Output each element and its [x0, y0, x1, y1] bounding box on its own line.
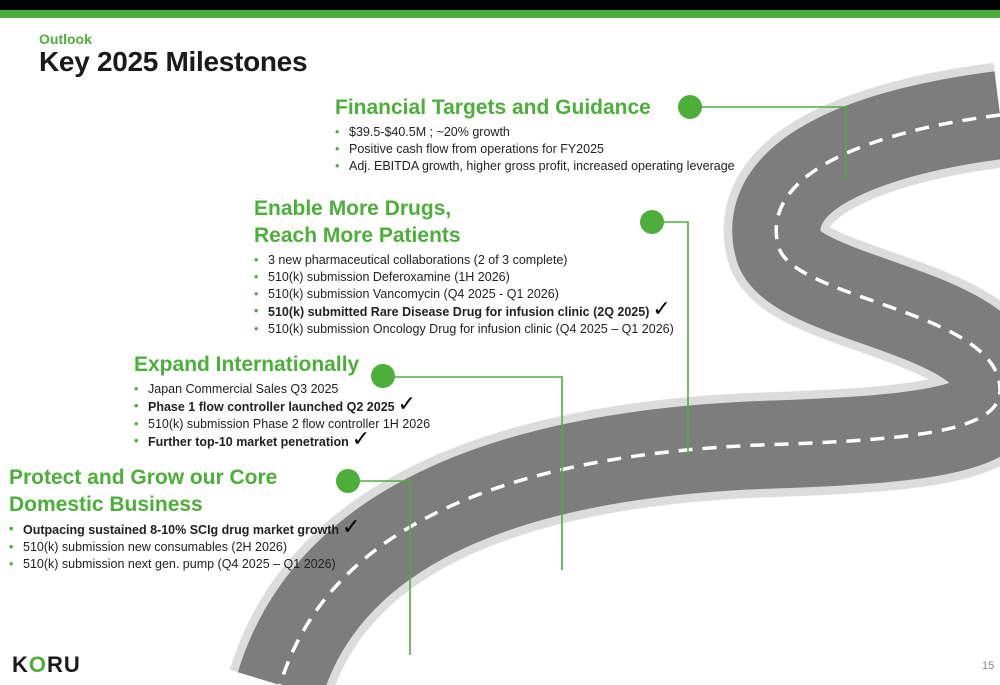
- milestone-dot-domestic: [336, 469, 360, 493]
- road-shape: [229, 62, 1000, 685]
- section-heading: Enable More Drugs,Reach More Patients: [254, 197, 461, 247]
- bullet-list: $39.5-$40.5M ; ~20% growth Positive cash…: [335, 124, 735, 175]
- section-financial-targets: Financial Targets and Guidance $39.5-$40…: [335, 94, 735, 175]
- check-icon: ✓: [351, 426, 371, 451]
- section-heading: Expand Internationally: [134, 353, 360, 376]
- section-enable-more-drugs: Enable More Drugs,Reach More Patients 3 …: [254, 195, 674, 338]
- page-title: Key 2025 Milestones: [39, 46, 308, 77]
- koru-logo: KORU: [12, 652, 81, 677]
- section-expand-internationally: Expand Internationally Japan Commercial …: [134, 351, 430, 451]
- section-heading: Financial Targets and Guidance: [335, 96, 651, 119]
- list-item: 510(k) submitted Rare Disease Drug for i…: [254, 298, 674, 321]
- connector-international: [383, 376, 563, 570]
- section-kicker: Outlook: [39, 31, 92, 47]
- list-item: 510(k) submission next gen. pump (Q4 202…: [9, 556, 360, 573]
- milestone-dots: [336, 95, 702, 493]
- milestone-dot-financial: [678, 95, 702, 119]
- list-item: Japan Commercial Sales Q3 2025: [134, 381, 430, 398]
- list-item: Adj. EBITDA growth, higher gross profit,…: [335, 158, 735, 175]
- list-item: 510(k) submission Oncology Drug for infu…: [254, 321, 674, 338]
- page-number: 15: [982, 660, 995, 672]
- list-item: 510(k) submission Deferoxamine (1H 2026): [254, 269, 674, 286]
- check-icon: ✓: [652, 296, 671, 321]
- connector-financial: [690, 106, 847, 178]
- list-item: 510(k) submission new consumables (2H 20…: [9, 539, 360, 556]
- top-black-bar: [0, 0, 1000, 10]
- connector-domestic: [348, 480, 411, 655]
- check-icon: ✓: [397, 391, 417, 416]
- list-item: 510(k) submission Phase 2 flow controlle…: [134, 416, 430, 433]
- list-item: Outpacing sustained 8-10% SCIg drug mark…: [9, 516, 360, 539]
- bullet-list: 3 new pharmaceutical collaborations (2 o…: [254, 252, 674, 338]
- top-green-bar: [0, 10, 1000, 18]
- milestone-dot-drugs: [640, 210, 664, 234]
- list-item: 510(k) submission Vancomycin (Q4 2025 - …: [254, 286, 674, 303]
- check-icon: ✓: [342, 514, 361, 539]
- list-item: Further top-10 market penetration✓: [134, 428, 430, 451]
- list-item: Phase 1 flow controller launched Q2 2025…: [134, 393, 430, 416]
- bullet-list: Outpacing sustained 8-10% SCIg drug mark…: [9, 516, 360, 574]
- list-item: Positive cash flow from operations for F…: [335, 141, 735, 158]
- logo-mark-icon: O: [28, 652, 48, 677]
- list-item: $39.5-$40.5M ; ~20% growth: [335, 124, 735, 141]
- list-item: 3 new pharmaceutical collaborations (2 o…: [254, 252, 674, 269]
- bullet-list: Japan Commercial Sales Q3 2025 Phase 1 f…: [134, 381, 430, 451]
